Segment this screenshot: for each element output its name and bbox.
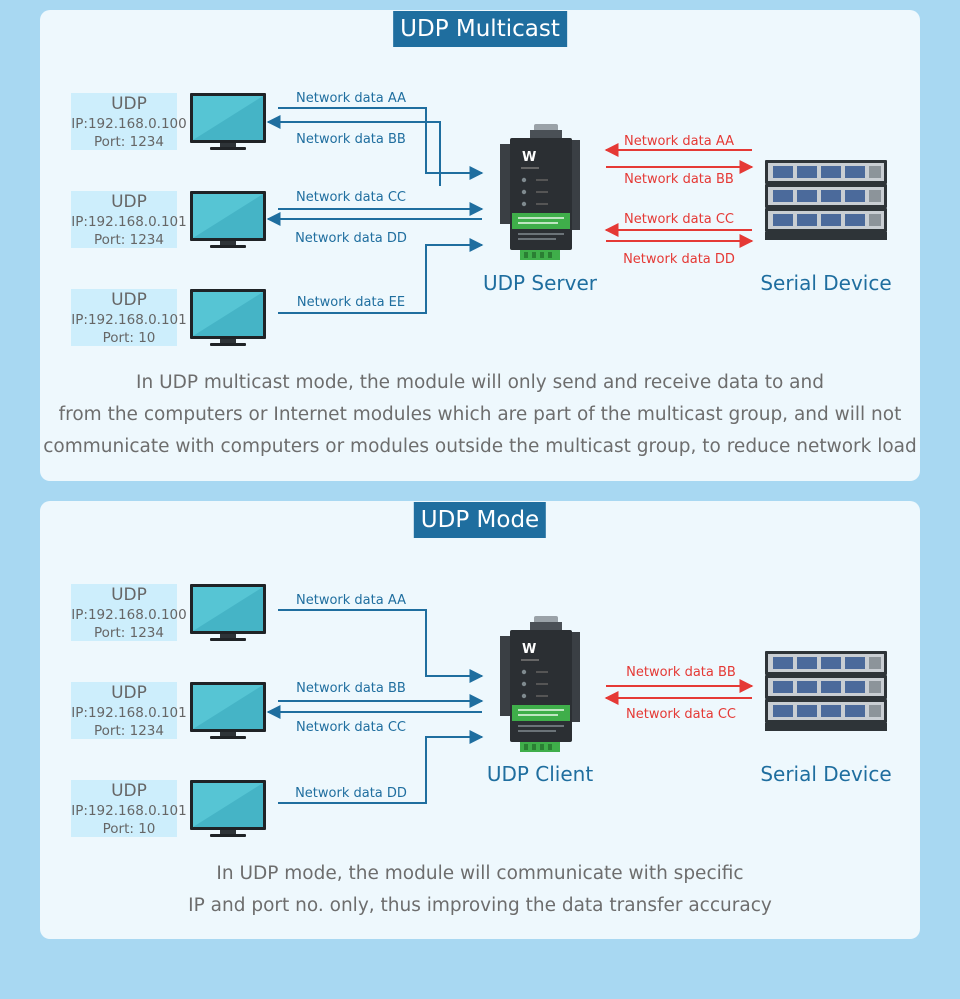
host-box-1: [71, 93, 177, 150]
serial-label: Network data AA: [624, 134, 734, 149]
arrow-bb: [266, 115, 441, 186]
arrow-ee: [278, 238, 484, 314]
host-ip: IP:192.168.0.101: [71, 705, 186, 721]
monitor-icon: [190, 682, 266, 739]
net-label: Network data DD: [295, 231, 407, 246]
udp-client-module-icon: [500, 616, 580, 752]
multicast-description: In UDP multicast mode, the module will o…: [40, 367, 920, 463]
description-line: from the computers or Internet modules w…: [58, 404, 902, 425]
description-line: communicate with computers or modules ou…: [43, 436, 917, 457]
description-line: In UDP mode, the module will communicate…: [216, 863, 744, 884]
arrow-aa: [278, 609, 484, 683]
udp-mode-panel: UDP Mode UDP IP:192.168.0.100 Port: 1234…: [40, 501, 920, 939]
net-label: Network data BB: [296, 681, 406, 696]
multicast-title: UDP Multicast: [393, 11, 567, 47]
serial-label: Network data DD: [623, 252, 735, 267]
arrow-dd: [278, 730, 484, 804]
monitor-icon: [190, 191, 266, 248]
serial-label: Network data CC: [626, 707, 736, 722]
udp-mode-diagram: UDP IP:192.168.0.100 Port: 1234 UDP IP:1…: [71, 584, 892, 837]
udp-client-label: UDP Client: [487, 762, 594, 786]
host-ip: IP:192.168.0.101: [71, 214, 186, 230]
monitor-icon: [190, 780, 266, 837]
serial-label: Network data BB: [626, 665, 736, 680]
description-line: IP and port no. only, thus improving the…: [188, 895, 772, 916]
host-ip: IP:192.168.0.101: [71, 803, 186, 819]
monitor-icon: [190, 93, 266, 150]
host-proto: UDP: [111, 94, 147, 114]
host-port: Port: 1234: [94, 625, 164, 641]
serial-device-server-icon: [765, 160, 887, 240]
host-box-2: [71, 191, 177, 248]
udp-server-module-icon: [500, 124, 580, 260]
udp-mode-title: UDP Mode: [413, 502, 547, 538]
host-proto: UDP: [111, 192, 147, 212]
multicast-diagram: W: [71, 91, 892, 346]
host-box-3: [71, 780, 177, 837]
description-line: In UDP multicast mode, the module will o…: [136, 372, 824, 393]
serial-device-server-icon: [765, 651, 887, 731]
net-label: Network data AA: [296, 593, 406, 608]
host-ip: IP:192.168.0.100: [71, 607, 186, 623]
host-port: Port: 10: [103, 821, 156, 837]
host-ip: IP:192.168.0.100: [71, 116, 186, 132]
monitor-icon: [190, 584, 266, 641]
serial-device-label: Serial Device: [760, 762, 891, 786]
monitor-icon: [190, 289, 266, 346]
serial-label: Network data BB: [624, 172, 734, 187]
host-ip: IP:192.168.0.101: [71, 312, 186, 328]
net-label: Network data EE: [297, 295, 405, 310]
udp-server-label: UDP Server: [483, 271, 598, 295]
net-label: Network data CC: [296, 190, 406, 205]
udp-mode-description: In UDP mode, the module will communicate…: [40, 858, 920, 922]
host-proto: UDP: [111, 781, 147, 801]
host-box-1: [71, 584, 177, 641]
host-port: Port: 1234: [94, 232, 164, 248]
net-label: Network data AA: [296, 91, 406, 106]
host-port: Port: 10: [103, 330, 156, 346]
host-proto: UDP: [111, 585, 147, 605]
multicast-panel: UDP Multicast W: [40, 10, 920, 481]
net-label: Network data CC: [296, 720, 406, 735]
host-box-3: [71, 289, 177, 346]
net-label: Network data BB: [296, 132, 406, 147]
host-port: Port: 1234: [94, 723, 164, 739]
net-label: Network data DD: [295, 786, 407, 801]
host-box-2: [71, 682, 177, 739]
host-port: Port: 1234: [94, 134, 164, 150]
host-proto: UDP: [111, 290, 147, 310]
arrow-aa: [278, 107, 484, 180]
serial-device-label: Serial Device: [760, 271, 891, 295]
serial-label: Network data CC: [624, 212, 734, 227]
host-proto: UDP: [111, 683, 147, 703]
